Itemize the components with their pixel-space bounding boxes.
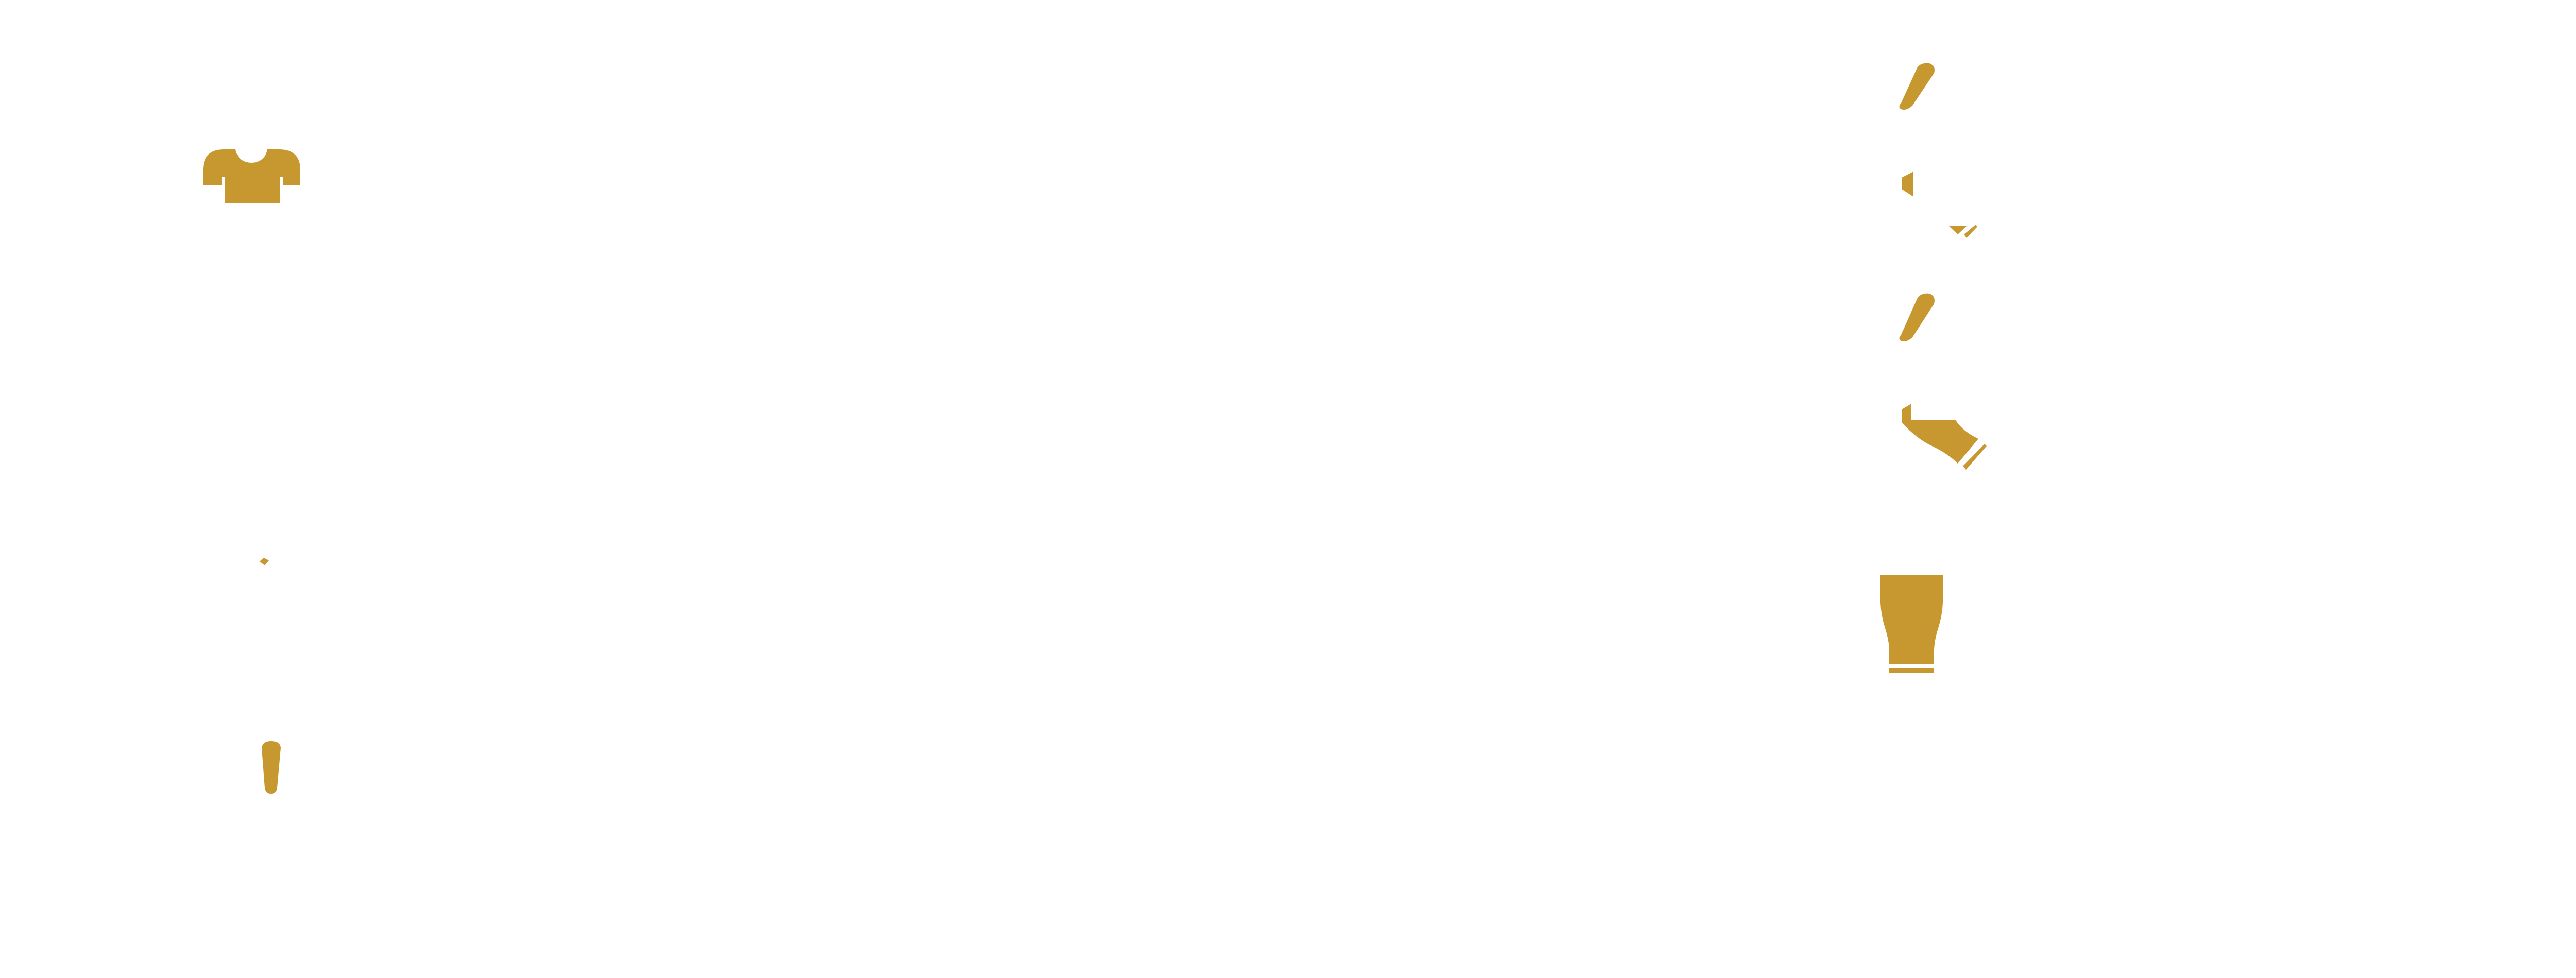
leaf-fragment-icon-2 [1899, 293, 1935, 342]
leaf-fragment-icon-1 [1899, 63, 1935, 110]
diamond-fragment-icon [260, 558, 269, 565]
triangle-fragment-icon-1 [1902, 171, 1913, 197]
wedge-fragment-icon-1 [1948, 225, 1977, 238]
shirt-icon [203, 149, 300, 203]
cone-icon [262, 741, 281, 794]
wedge-fragment-icon-2 [1902, 404, 1987, 470]
cup-icon [1880, 575, 1943, 673]
